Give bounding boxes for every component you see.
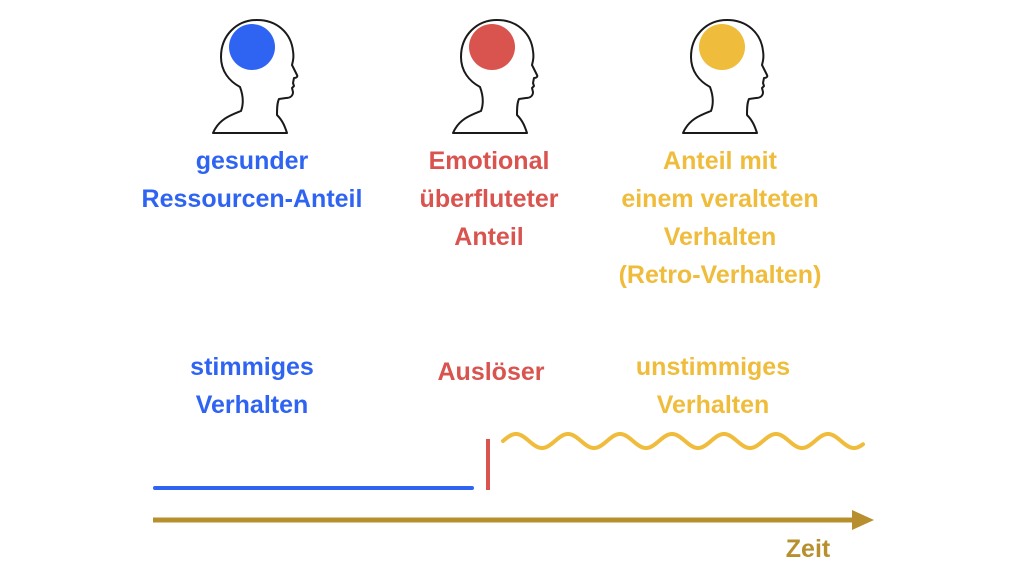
label-trigger: Auslöser — [437, 358, 545, 386]
inconsistent-behavior-wave — [501, 432, 865, 450]
time-axis-label: Zeit — [785, 535, 831, 563]
blue-part-dot — [229, 24, 275, 70]
time-axis-arrowhead — [852, 510, 874, 530]
head-healthy-resource — [205, 15, 305, 135]
head-profile-icon — [452, 19, 539, 134]
label-consistent-behavior: stimmiges Verhalten — [190, 353, 314, 419]
label-healthy-resource-part: gesunder Ressourcen-Anteil — [141, 147, 363, 213]
head-emotionally-flooded — [445, 15, 545, 135]
head-profile-icon — [212, 19, 299, 134]
label-inconsistent-behavior: unstimmiges Verhalten — [635, 353, 791, 419]
label-emotionally-flooded-part: Emotional überfluteter Anteil — [419, 147, 559, 251]
head-profile-icon — [682, 19, 769, 134]
label-retro-behavior-part: Anteil mit einem veralteten Verhalten (R… — [618, 147, 822, 289]
head-retro-behavior — [675, 15, 775, 135]
red-part-dot — [469, 24, 515, 70]
yellow-part-dot — [699, 24, 745, 70]
